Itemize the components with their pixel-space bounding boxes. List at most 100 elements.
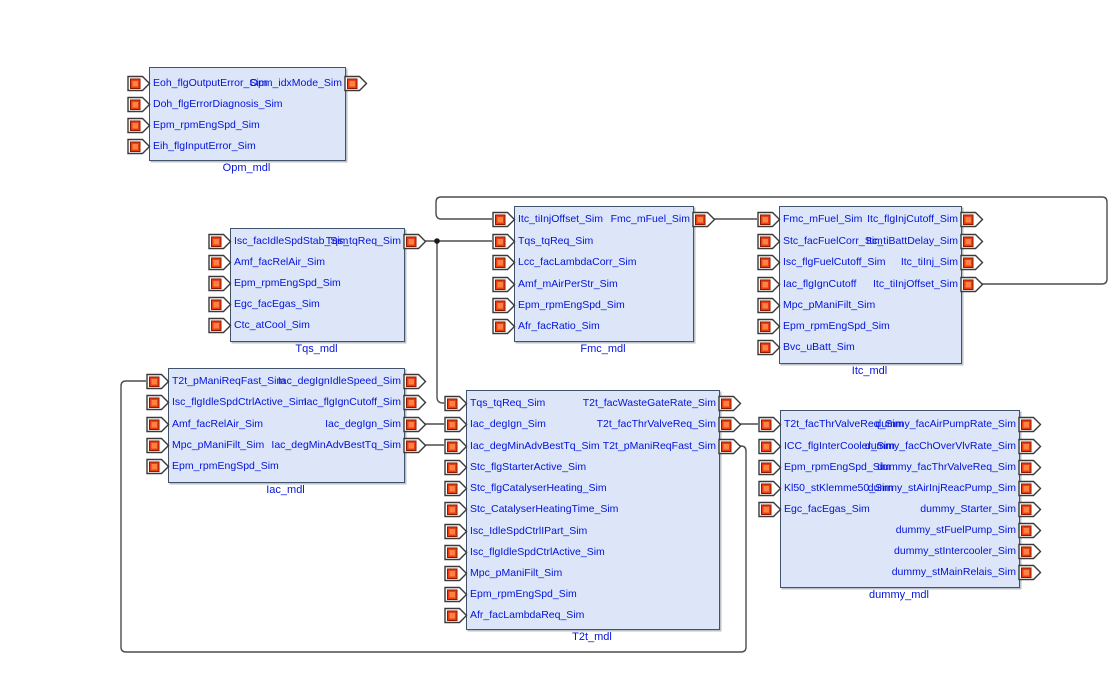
- output-port[interactable]: [960, 276, 984, 293]
- output-port[interactable]: [403, 233, 427, 250]
- input-port[interactable]: [127, 117, 151, 134]
- input-port[interactable]: [757, 318, 781, 335]
- output-port[interactable]: [1018, 543, 1042, 560]
- input-port[interactable]: [127, 75, 151, 92]
- wire-t2t-pmanireqfast-feedback[interactable]: [120, 380, 747, 653]
- output-port[interactable]: [718, 395, 742, 412]
- output-signal-label: Fmc_mFuel_Sim: [610, 213, 690, 225]
- input-port[interactable]: [146, 416, 170, 433]
- input-signal-label: Amf_facRelAir_Sim: [234, 256, 326, 268]
- output-signal-label: Iac_degIgnIdleSpeed_Sim: [277, 375, 401, 387]
- input-port[interactable]: [208, 233, 232, 250]
- input-port[interactable]: [146, 373, 170, 390]
- output-port[interactable]: [960, 211, 984, 228]
- input-signal-label: Egc_facEgas_Sim: [234, 298, 320, 310]
- input-port[interactable]: [757, 339, 781, 356]
- block-label: dummy_mdl: [869, 589, 929, 601]
- output-port[interactable]: [1018, 522, 1042, 539]
- output-signal-label: dummy_stIntercooler_Sim: [894, 545, 1016, 557]
- input-port[interactable]: [444, 501, 468, 518]
- input-port[interactable]: [444, 544, 468, 561]
- input-port[interactable]: [758, 438, 782, 455]
- input-port[interactable]: [127, 96, 151, 113]
- input-port[interactable]: [492, 297, 516, 314]
- output-signal-label: Iac_degMinAdvBestTq_Sim: [271, 439, 401, 451]
- output-port[interactable]: [403, 394, 427, 411]
- input-port[interactable]: [444, 395, 468, 412]
- output-port[interactable]: [718, 416, 742, 433]
- wire-itc-tiinjoffset-feedback[interactable]: [435, 196, 1108, 285]
- input-port[interactable]: [444, 416, 468, 433]
- input-signal-label: Epm_rpmEngSpd_Sim: [172, 460, 279, 472]
- output-port[interactable]: [1018, 416, 1042, 433]
- input-port[interactable]: [758, 416, 782, 433]
- output-port[interactable]: [403, 416, 427, 433]
- output-signal-label: T2t_pManiReqFast_Sim: [602, 440, 716, 452]
- output-signal-label: dummy_facChOverVlvRate_Sim: [864, 440, 1016, 452]
- input-signal-label: Epm_rpmEngSpd_Sim: [470, 588, 577, 600]
- input-port[interactable]: [757, 297, 781, 314]
- input-signal-label: Egc_facEgas_Sim: [784, 503, 870, 515]
- block-label: Opm_mdl: [222, 162, 271, 174]
- input-port[interactable]: [492, 211, 516, 228]
- input-port[interactable]: [444, 586, 468, 603]
- input-port[interactable]: [444, 459, 468, 476]
- input-port[interactable]: [492, 233, 516, 250]
- input-signal-label: T2t_facThrValveReq_Sim: [784, 418, 904, 430]
- input-port[interactable]: [492, 318, 516, 335]
- input-port[interactable]: [758, 501, 782, 518]
- output-port[interactable]: [1018, 480, 1042, 497]
- output-port[interactable]: [960, 233, 984, 250]
- output-port[interactable]: [1018, 459, 1042, 476]
- output-port[interactable]: [1018, 564, 1042, 581]
- input-port[interactable]: [127, 138, 151, 155]
- input-signal-label: Mpc_pManiFilt_Sim: [783, 299, 876, 311]
- input-signal-label: ICC_flgInterCooler_Sim: [784, 440, 895, 452]
- output-port[interactable]: [718, 438, 742, 455]
- input-signal-label: Epm_rpmEngSpd_Sim: [234, 277, 341, 289]
- input-port[interactable]: [146, 458, 170, 475]
- output-port[interactable]: [1018, 501, 1042, 518]
- input-port[interactable]: [757, 254, 781, 271]
- input-port[interactable]: [444, 438, 468, 455]
- input-signal-label: Epm_rpmEngSpd_Sim: [784, 461, 891, 473]
- input-port[interactable]: [757, 211, 781, 228]
- input-port[interactable]: [444, 480, 468, 497]
- input-port[interactable]: [208, 296, 232, 313]
- input-port[interactable]: [444, 607, 468, 624]
- input-port[interactable]: [146, 437, 170, 454]
- input-port[interactable]: [444, 523, 468, 540]
- input-signal-label: Stc_facFuelCorr_Sim: [783, 235, 883, 247]
- input-port[interactable]: [208, 317, 232, 334]
- input-signal-label: Isc_facIdleSpdStab_Sim: [234, 235, 349, 247]
- output-port[interactable]: [344, 75, 368, 92]
- output-port[interactable]: [692, 211, 716, 228]
- output-port[interactable]: [960, 254, 984, 271]
- input-signal-label: Doh_flgErrorDiagnosis_Sim: [153, 98, 283, 110]
- input-port[interactable]: [444, 565, 468, 582]
- output-port[interactable]: [1018, 438, 1042, 455]
- input-port[interactable]: [208, 254, 232, 271]
- wire-tqs-branch-to-t2t[interactable]: [436, 241, 444, 404]
- input-port[interactable]: [208, 275, 232, 292]
- input-port[interactable]: [492, 254, 516, 271]
- input-port[interactable]: [757, 233, 781, 250]
- input-port[interactable]: [757, 276, 781, 293]
- input-port[interactable]: [146, 394, 170, 411]
- output-signal-label: dummy_stFuelPump_Sim: [895, 524, 1016, 536]
- output-port[interactable]: [403, 437, 427, 454]
- input-port[interactable]: [492, 276, 516, 293]
- output-port[interactable]: [403, 373, 427, 390]
- input-port[interactable]: [758, 459, 782, 476]
- output-signal-label: dummy_facAirPumpRate_Sim: [875, 418, 1016, 430]
- input-port[interactable]: [758, 480, 782, 497]
